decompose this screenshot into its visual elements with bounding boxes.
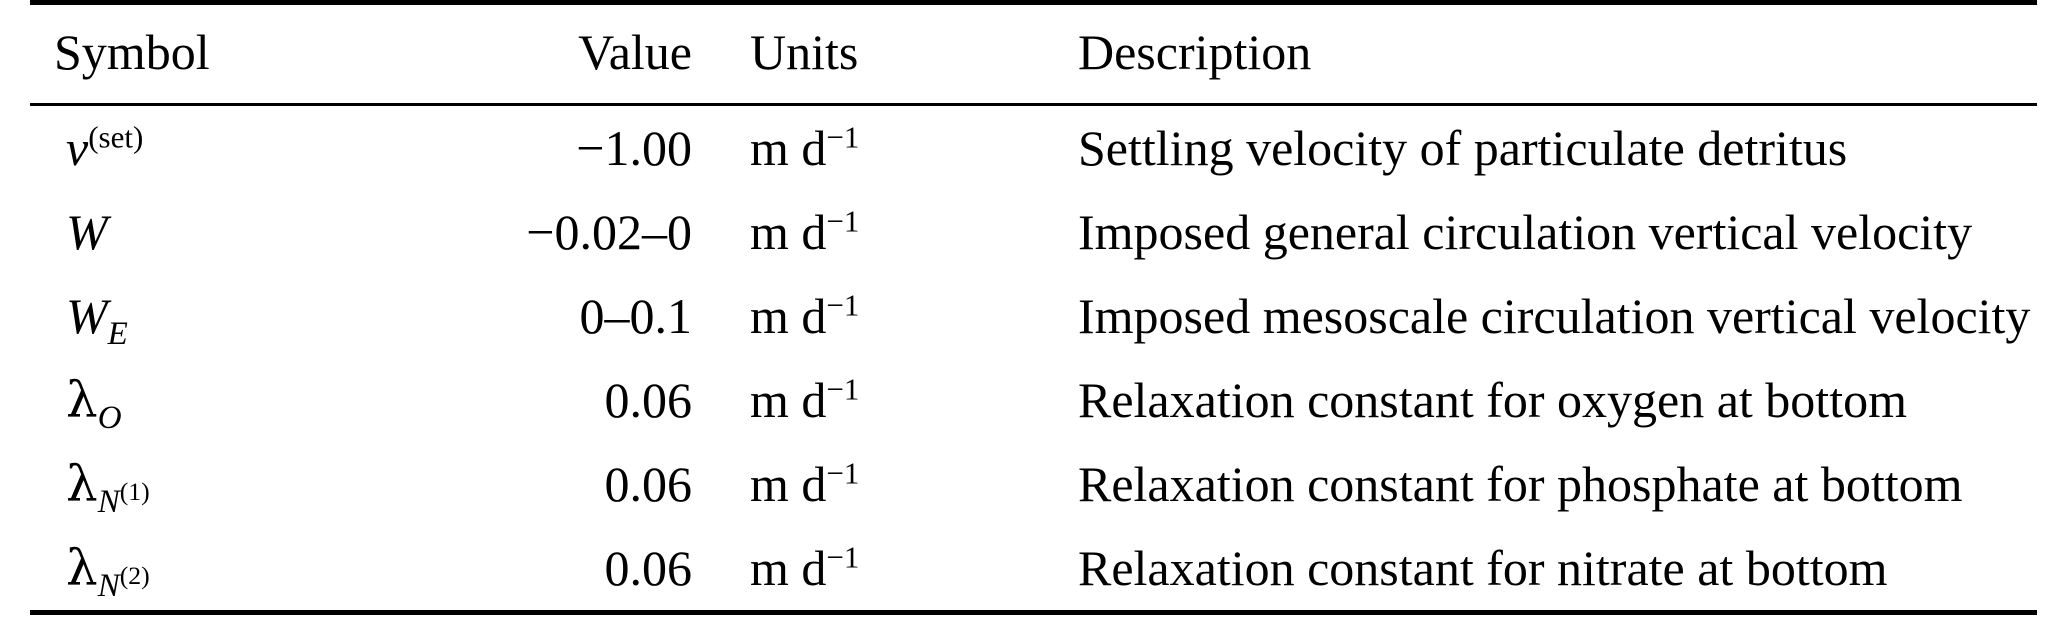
column-header-value: Value: [578, 24, 692, 80]
cell-value: 0–0.1: [579, 288, 693, 344]
symbol-subscript: N(2): [97, 561, 150, 604]
cell-symbol: WE: [30, 274, 378, 358]
symbol-expression: v(set): [66, 120, 143, 176]
table-header-row: Symbol Value Units Description: [30, 2, 2037, 105]
units-exponent: −1: [826, 539, 860, 575]
units-exponent: −1: [826, 455, 860, 491]
units-expression: m d−1: [750, 372, 859, 428]
units-exponent: −1: [826, 119, 860, 155]
symbol-subscript-superscript: (1): [119, 477, 150, 506]
table-row: λN(2) 0.06 m d−1 Relaxation constant for ni…: [30, 526, 2037, 613]
symbol-base: λ: [66, 539, 98, 597]
column-header-description: Description: [1078, 24, 1312, 80]
symbol-base: λ: [66, 455, 98, 513]
units-expression: m d−1: [750, 540, 859, 596]
cell-symbol: v(set): [30, 105, 378, 191]
units-exponent: −1: [826, 287, 860, 323]
symbol-base: W: [66, 288, 108, 344]
units-base: m d: [750, 288, 827, 344]
cell-units: m d−1: [716, 190, 1024, 274]
cell-description: Relaxation constant for nitrate at botto…: [1078, 540, 1888, 596]
cell-value: −0.02–0: [526, 204, 692, 260]
cell-description: Imposed mesoscale circulation vertical v…: [1078, 288, 2031, 344]
cell-symbol: W: [30, 190, 378, 274]
table-header: Symbol Value Units Description: [30, 2, 2037, 105]
symbol-expression: λN(2): [66, 539, 150, 603]
cell-description: Imposed general circulation vertical vel…: [1078, 204, 1973, 260]
cell-value: 0.06: [604, 372, 693, 428]
cell-description: Settling velocity of particulate detritu…: [1078, 120, 1848, 176]
cell-symbol: λO: [30, 358, 378, 442]
symbol-base: λ: [66, 371, 98, 429]
symbol-base: v: [66, 120, 89, 176]
units-expression: m d−1: [750, 120, 859, 176]
table-row: λO 0.06 m d−1 Relaxation constant for oxyge…: [30, 358, 2037, 442]
symbol-expression: λO: [66, 371, 122, 435]
symbol-base: W: [66, 204, 108, 260]
symbol-expression: λN(1): [66, 455, 150, 519]
symbol-subscript-superscript: (2): [119, 561, 150, 590]
cell-value: −1.00: [576, 120, 692, 176]
column-header-units: Units: [750, 24, 859, 80]
table-row: v(set) −1.00 m d−1 Settling velocity of par…: [30, 105, 2037, 191]
units-base: m d: [750, 120, 827, 176]
units-base: m d: [750, 540, 827, 596]
symbol-subscript: N(1): [97, 477, 150, 520]
units-exponent: −1: [826, 203, 860, 239]
units-exponent: −1: [826, 371, 860, 407]
units-base: m d: [750, 372, 827, 428]
cell-value: 0.06: [604, 456, 693, 512]
cell-description: Relaxation constant for oxygen at bottom: [1078, 372, 1907, 428]
cell-description: Relaxation constant for phosphate at bot…: [1078, 456, 1963, 512]
table-row: WE 0–0.1 m d−1 Imposed mesoscale circulatio…: [30, 274, 2037, 358]
units-base: m d: [750, 204, 827, 260]
symbol-superscript: (set): [88, 119, 144, 155]
symbol-expression: W: [66, 204, 108, 260]
cell-symbol: λN(2): [30, 526, 378, 613]
cell-units: m d−1: [716, 358, 1024, 442]
units-expression: m d−1: [750, 456, 859, 512]
column-header-symbol: Symbol: [54, 24, 210, 80]
cell-units: m d−1: [716, 526, 1024, 613]
cell-symbol: λN(1): [30, 442, 378, 526]
table-row: λN(1) 0.06 m d−1 Relaxation constant for ph…: [30, 442, 2037, 526]
cell-units: m d−1: [716, 442, 1024, 526]
units-expression: m d−1: [750, 288, 859, 344]
cell-units: m d−1: [716, 105, 1024, 191]
cell-value: 0.06: [604, 540, 693, 596]
symbol-subscript: E: [107, 316, 128, 352]
symbol-expression: WE: [66, 288, 128, 351]
cell-units: m d−1: [716, 274, 1024, 358]
table-row: W −0.02–0 m d−1 Imposed general circulation…: [30, 190, 2037, 274]
units-base: m d: [750, 456, 827, 512]
symbol-subscript: O: [97, 400, 122, 436]
parameter-table: Symbol Value Units Description v(set) −1.…: [30, 0, 2037, 615]
units-expression: m d−1: [750, 204, 859, 260]
